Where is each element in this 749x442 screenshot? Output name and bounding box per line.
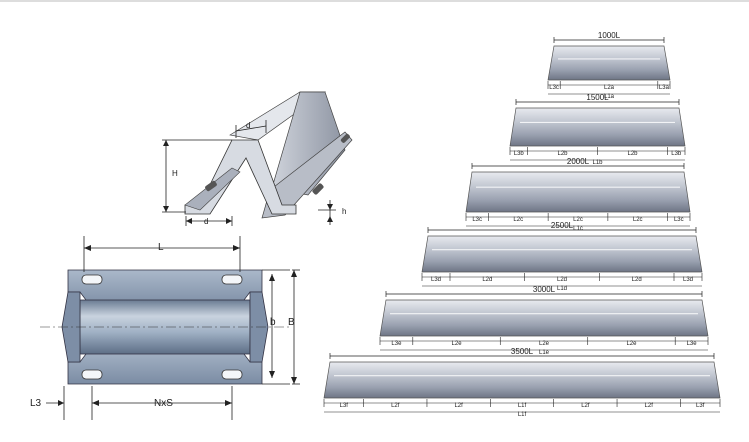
segment-label: L2a [604, 85, 615, 91]
segment-label: L2c [573, 217, 583, 223]
total-label: L1b [592, 160, 603, 166]
segment-label: L2d [482, 277, 492, 283]
plan-view: L b B L3 NxS [30, 236, 300, 420]
total-label: L1a [604, 94, 615, 100]
total-label: L1c [573, 226, 583, 232]
length-title: 1000L [598, 31, 621, 40]
dim-NxS: NxS [154, 398, 173, 409]
segment-label: L3b [514, 151, 525, 157]
length-title: 1500L [586, 93, 609, 102]
segment-label: L3a [659, 85, 670, 91]
segment-label: L2b [627, 151, 638, 157]
total-label: L1f [518, 412, 527, 418]
segment-label: L2f [645, 403, 654, 409]
dim-L3: L3 [30, 398, 42, 409]
segment-label: L3e [687, 341, 698, 347]
dim-H: H [172, 169, 178, 178]
length-title: 3500L [511, 347, 534, 356]
fender-bar [323, 361, 721, 399]
length-title: 2500L [551, 221, 574, 230]
segment-label: L3d [683, 277, 693, 283]
segment-label: L1f [518, 403, 527, 409]
segment-label: L3c [549, 85, 559, 91]
total-label: L1e [539, 350, 550, 356]
segment-label: L2e [452, 341, 463, 347]
fender-bar [547, 45, 671, 81]
segment-label: L3f [696, 403, 705, 409]
length-title: 3000L [533, 285, 556, 294]
segment-label: L3b [671, 151, 682, 157]
fender-bar [421, 235, 703, 273]
segment-label: L3d [431, 277, 441, 283]
segment-label: L2e [539, 341, 550, 347]
fender-bar [509, 107, 686, 147]
dim-d-bottom: d [204, 217, 208, 226]
dim-L: L [158, 242, 164, 253]
segment-label: L2e [626, 341, 637, 347]
dim-d-top: d [246, 121, 250, 130]
dim-b: b [270, 317, 276, 328]
segment-label: L3c [674, 217, 684, 223]
segment-label: L2d [632, 277, 642, 283]
fender-bar [379, 299, 709, 337]
perspective-view: H d d h [162, 91, 353, 226]
total-label: L1d [557, 286, 567, 292]
dim-B: B [288, 317, 295, 328]
segment-label: L2f [581, 403, 590, 409]
segment-label: L2f [454, 403, 463, 409]
fender-bar [465, 171, 691, 213]
segment-label: L2d [557, 277, 567, 283]
length-title: 2000L [567, 157, 590, 166]
segment-label: L2b [557, 151, 568, 157]
segment-label: L3c [472, 217, 482, 223]
segment-label: L3e [391, 341, 402, 347]
dim-h: h [342, 207, 346, 216]
segment-label: L3f [340, 403, 349, 409]
segment-label: L2f [391, 403, 400, 409]
segment-label: L2c [513, 217, 523, 223]
segment-label: L2c [633, 217, 643, 223]
